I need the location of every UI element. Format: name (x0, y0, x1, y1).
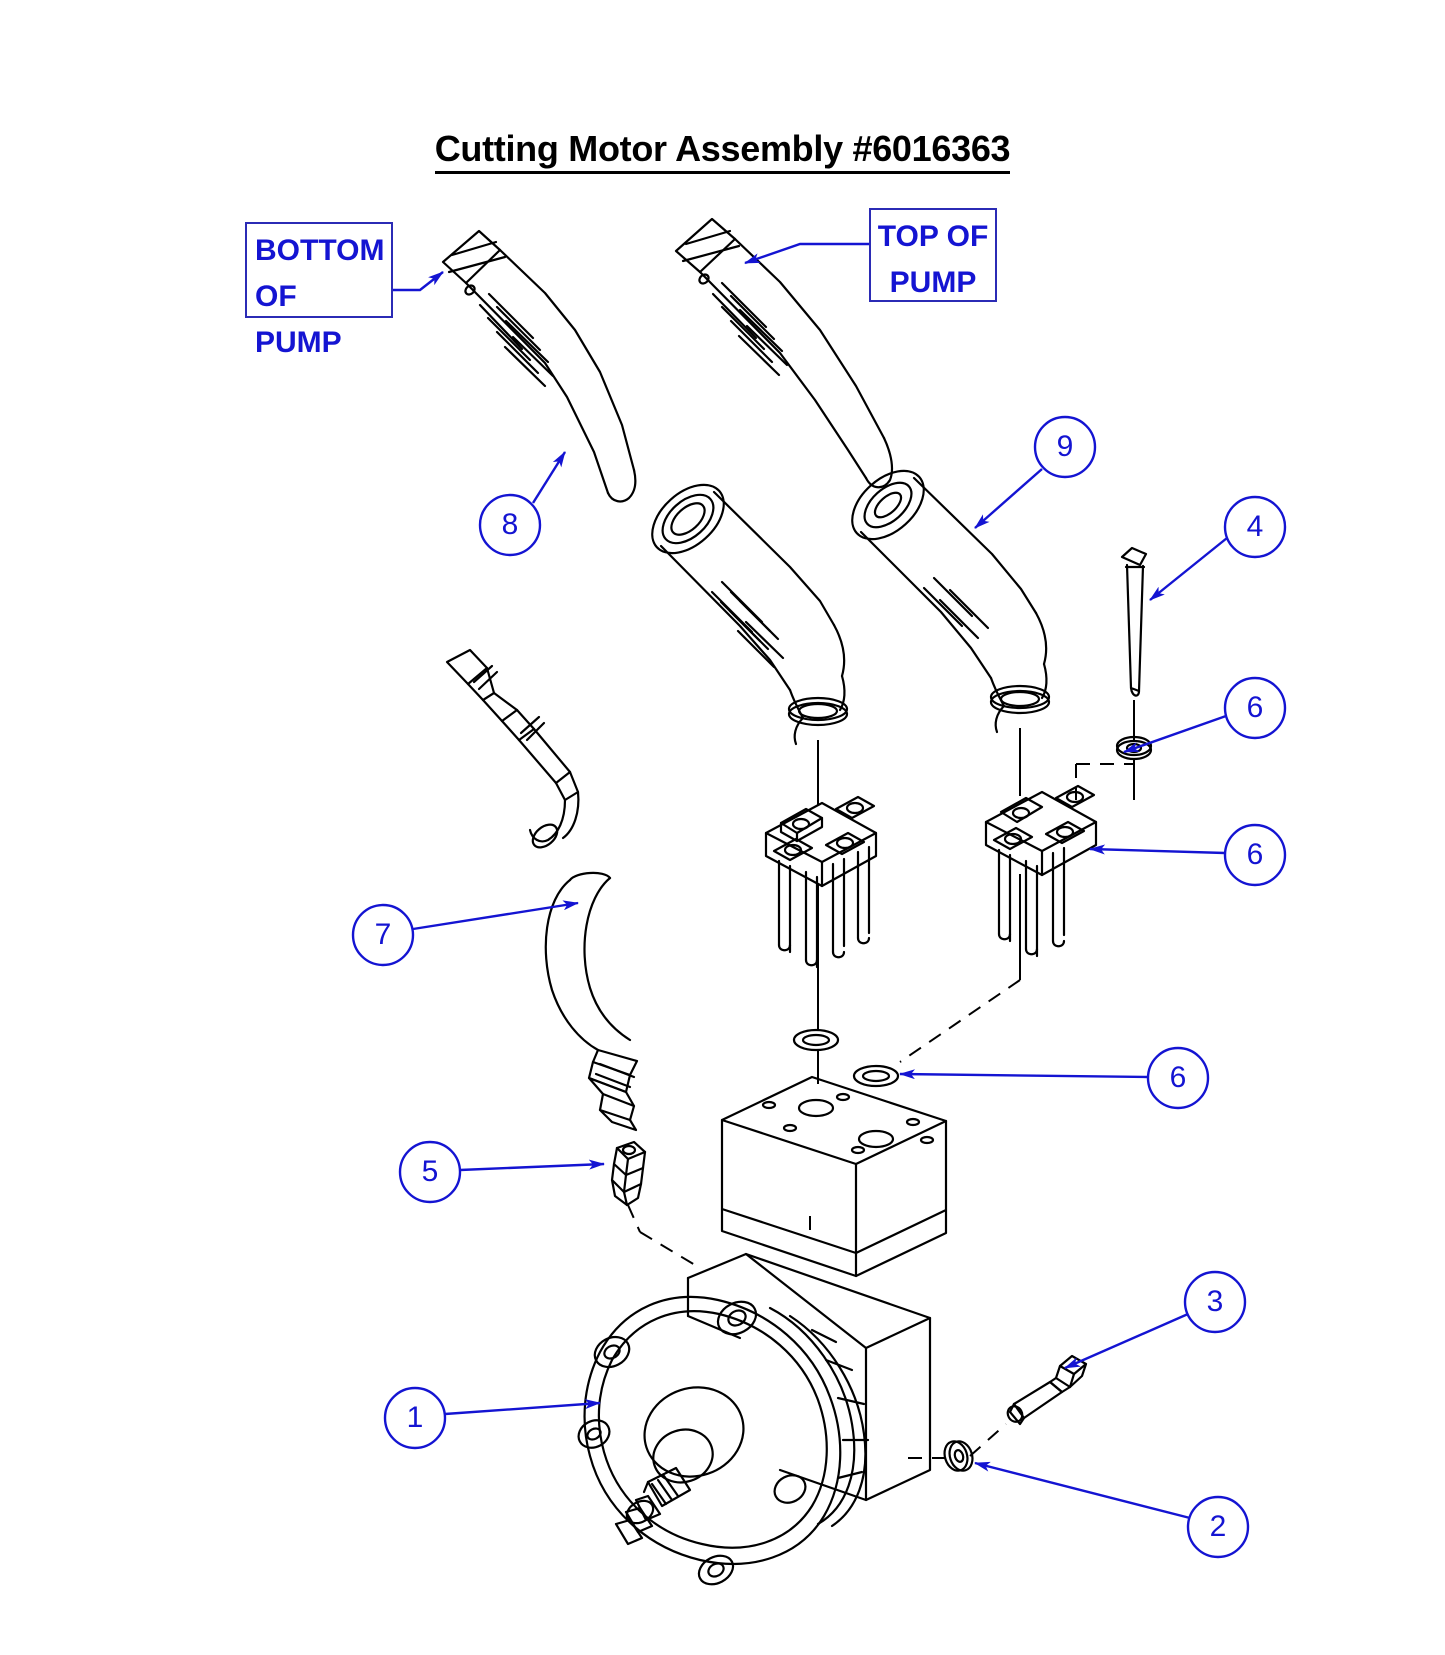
part-9-lower-hose (851, 469, 1051, 734)
callout-6b-circle[interactable] (1223, 823, 1287, 887)
leader-9 (974, 468, 1043, 529)
leader-7 (412, 900, 579, 931)
right-clamp-block (984, 784, 1098, 958)
leader-4 (1149, 537, 1228, 601)
part-7-hose (445, 648, 639, 1132)
part-5-fitting (610, 1140, 647, 1207)
part-1-motor-body (577, 1252, 932, 1586)
leader-6b (1089, 844, 1226, 855)
leader-6a (1123, 714, 1227, 754)
leader-1 (444, 1399, 601, 1416)
leader-8 (531, 451, 567, 504)
assembly-centerlines (627, 700, 1135, 1459)
callout-6a-circle[interactable] (1223, 676, 1287, 740)
callout-6c-circle[interactable] (1146, 1046, 1210, 1110)
callout-4-circle[interactable] (1223, 495, 1287, 559)
page-title: Cutting Motor Assembly #6016363 (0, 128, 1445, 174)
part-8-hose (441, 229, 637, 503)
part-2-washer (943, 1440, 974, 1472)
part-6-oring-left (792, 1028, 840, 1052)
callout-3-circle[interactable] (1183, 1270, 1247, 1334)
note-top-of-pump: TOP OF PUMP (869, 208, 997, 302)
leader-2 (974, 1461, 1191, 1520)
callout-7-circle[interactable] (351, 903, 415, 967)
leader-note-bottom-of-pump (393, 271, 444, 292)
part-6-oring-right (852, 1064, 900, 1088)
leader-6c (899, 1069, 1149, 1080)
part-8-lower-hose (651, 483, 849, 746)
callout-balloons (351, 415, 1287, 1559)
parts-linework (441, 217, 1153, 1586)
part-4-long-bolt (1120, 546, 1148, 697)
callout-leaders (393, 242, 1228, 1520)
callout-9-circle[interactable] (1033, 415, 1097, 479)
callout-5-circle[interactable] (398, 1140, 462, 1204)
note-bottom-of-pump: BOTTOM OF PUMP (245, 222, 393, 359)
page-title-text: Cutting Motor Assembly #6016363 (434, 128, 1011, 174)
leader-3 (1064, 1312, 1189, 1370)
leader-note-top-of-pump (744, 242, 869, 265)
callout-1-circle[interactable] (383, 1386, 447, 1450)
part-9-upper-hose (674, 217, 894, 489)
manifold-block (720, 1075, 948, 1278)
callout-2-circle[interactable] (1186, 1495, 1250, 1559)
callout-8-circle[interactable] (478, 493, 542, 557)
left-clamp-block (764, 795, 878, 969)
leader-5 (459, 1159, 605, 1172)
part-3-bolt (1006, 1354, 1088, 1426)
